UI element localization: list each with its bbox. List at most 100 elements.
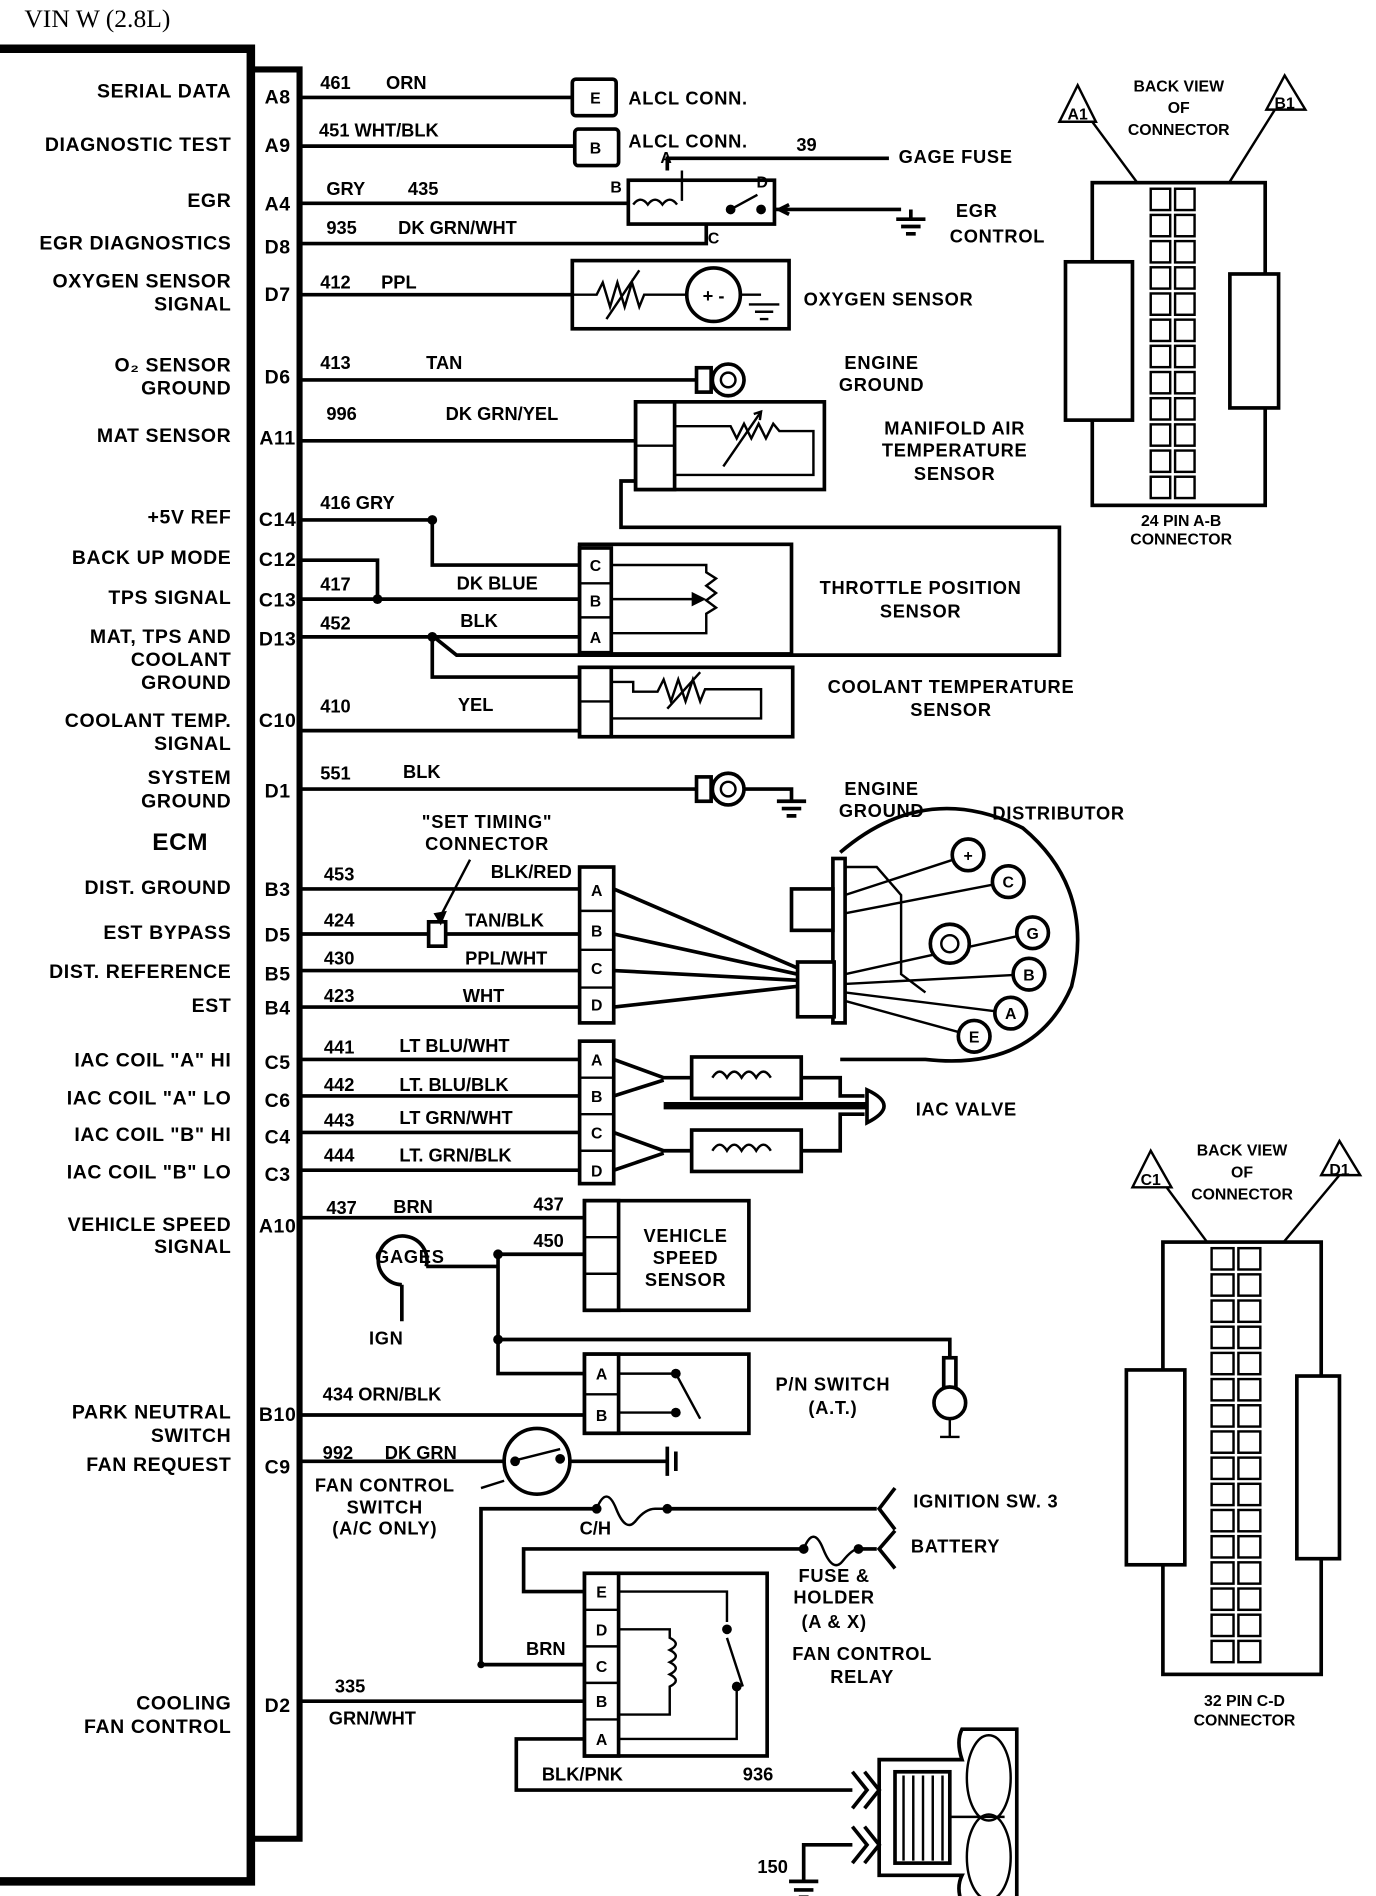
- connector-cavity: [1210, 1534, 1235, 1559]
- component-label: 32 PIN C-D: [1204, 1693, 1285, 1710]
- wire-label: BLK/RED: [491, 861, 572, 882]
- ecm-pin-code: B5: [265, 963, 291, 985]
- connector-cavity: [1210, 1587, 1235, 1612]
- connector-battery: [876, 1529, 897, 1570]
- wire-label: 424: [324, 910, 355, 931]
- ecm-pin-label: EGR: [187, 190, 231, 212]
- component-label: (A.T.): [808, 1397, 857, 1418]
- wire-label: 410: [320, 695, 350, 716]
- ecm-pin-code: D5: [265, 924, 291, 946]
- pin-letter: A: [596, 1732, 608, 1749]
- connector-cavity: [1210, 1404, 1235, 1428]
- wire-label: WHT: [463, 985, 505, 1006]
- ecm-pin-label: +5V REF: [148, 507, 232, 529]
- connector-cavity: [1149, 344, 1172, 369]
- pin-letter: A: [596, 1367, 608, 1384]
- component-label: D1: [1329, 1162, 1349, 1179]
- wire-mat-return: [431, 479, 1062, 657]
- ecm-pin-code: A9: [265, 135, 291, 157]
- wire-417: [299, 558, 380, 600]
- ecm-pin-label: EST BYPASS: [103, 922, 231, 944]
- wire-label: 450: [533, 1230, 563, 1251]
- ecm-pin-code: C9: [265, 1456, 291, 1478]
- component-label: OXYGEN SENSOR: [804, 289, 974, 310]
- pin-letter: C: [591, 1126, 602, 1143]
- component-label: P/N SWITCH: [776, 1374, 891, 1395]
- ecm-pin-code: D2: [265, 1695, 291, 1717]
- connector-cavity: [1173, 396, 1196, 421]
- pin-letter: A: [591, 1053, 603, 1070]
- pin-letter: G: [1026, 926, 1038, 943]
- mat-sensor: [633, 400, 827, 492]
- ecm-pin-code: C12: [259, 549, 297, 571]
- wire-label: LT GRN/WHT: [399, 1107, 512, 1128]
- distributor-terminals: [950, 837, 1051, 1054]
- connector-cavity: [1173, 449, 1196, 474]
- component-label: ENGINE: [844, 352, 918, 373]
- ecm-pin-label: OXYGEN SENSOR: [53, 270, 232, 292]
- ecm-pin-label: SYSTEM: [148, 767, 232, 789]
- wire-label: 413: [320, 352, 350, 373]
- connector-cavity: [1210, 1456, 1235, 1481]
- connector-cavity: [1210, 1508, 1235, 1533]
- pin-letter: A: [660, 150, 672, 167]
- ecm-pin-code: D7: [265, 284, 291, 306]
- wire-label: BLK/PNK: [542, 1763, 624, 1784]
- ecm-pin-code: A10: [259, 1215, 297, 1237]
- connector-cavity: [1237, 1377, 1262, 1402]
- connector-cavity: [1149, 318, 1172, 343]
- ecm-pin-code: C3: [265, 1164, 291, 1186]
- vehicle-speed-sensor: [582, 1198, 751, 1313]
- component-label: (A/C ONLY): [332, 1517, 437, 1538]
- ecm-pin-label: IAC COIL "B" HI: [74, 1124, 231, 1146]
- pin-letter: B: [591, 923, 602, 940]
- component-label: 24 PIN A-B: [1141, 513, 1221, 530]
- wire-label: 935: [326, 217, 356, 238]
- wire-label: 452: [320, 613, 350, 634]
- component-label: RELAY: [830, 1666, 894, 1687]
- wire-label: 150: [757, 1856, 787, 1877]
- ecm-pin-label: VEHICLE SPEED: [68, 1214, 232, 1236]
- component-label: ALCL CONN.: [628, 130, 748, 151]
- connector-cavity: [1210, 1299, 1235, 1324]
- wire-label: BRN: [393, 1196, 433, 1217]
- connector-cavity: [1173, 318, 1196, 343]
- wire-label: DK GRN: [385, 1442, 457, 1463]
- wire-label: 435: [408, 178, 438, 199]
- connector-cavity: [1237, 1587, 1262, 1612]
- connector-cavity: [1173, 213, 1196, 238]
- ecm-pin-label: SERIAL DATA: [97, 80, 231, 102]
- wire-label: 437: [326, 1197, 356, 1218]
- component-labels: ALCL CONN.ALCL CONN.GAGE FUSEEGRCONTROLO…: [315, 78, 1350, 1729]
- component-label: COOLANT TEMPERATURE: [828, 676, 1075, 697]
- wire-label: BLK: [460, 610, 498, 631]
- ecm-pin-label: IAC COIL "A" HI: [74, 1050, 231, 1072]
- ecm-pin-code: A8: [265, 87, 291, 109]
- pin-letter: E: [596, 1585, 607, 1602]
- wire-label: BLK: [403, 761, 441, 782]
- ecm-pin-code: C13: [259, 589, 297, 611]
- connector-cavity: [1210, 1430, 1235, 1454]
- wire-label: C/H: [580, 1517, 611, 1538]
- ecm-pin-label: PARK NEUTRAL: [72, 1402, 231, 1424]
- component-label: BACK VIEW: [1197, 1143, 1288, 1160]
- component-label: IAC VALVE: [916, 1098, 1017, 1119]
- park-neutral-switch: [582, 1352, 751, 1436]
- connector-cavity: [1149, 187, 1172, 212]
- bulb-icon: [932, 1355, 968, 1439]
- connector-cavity: [1173, 344, 1196, 369]
- wire-label: 443: [324, 1109, 354, 1130]
- pin-letter: D: [596, 1622, 607, 1639]
- connector-cavity: [1173, 266, 1196, 290]
- oxygen-sensor: + -: [570, 258, 791, 331]
- connector-cavity: [1237, 1246, 1262, 1271]
- wire-label: 451 WHT/BLK: [319, 119, 439, 140]
- pin-letter: A: [591, 883, 603, 900]
- connector-cavity: [1237, 1456, 1262, 1481]
- component-label: SWITCH: [347, 1497, 423, 1518]
- connector-cavity: [1210, 1639, 1235, 1664]
- ecm-pin-label: GROUND: [141, 672, 231, 694]
- pin-letter: B: [1023, 967, 1034, 984]
- connector-cavity: [1237, 1613, 1262, 1638]
